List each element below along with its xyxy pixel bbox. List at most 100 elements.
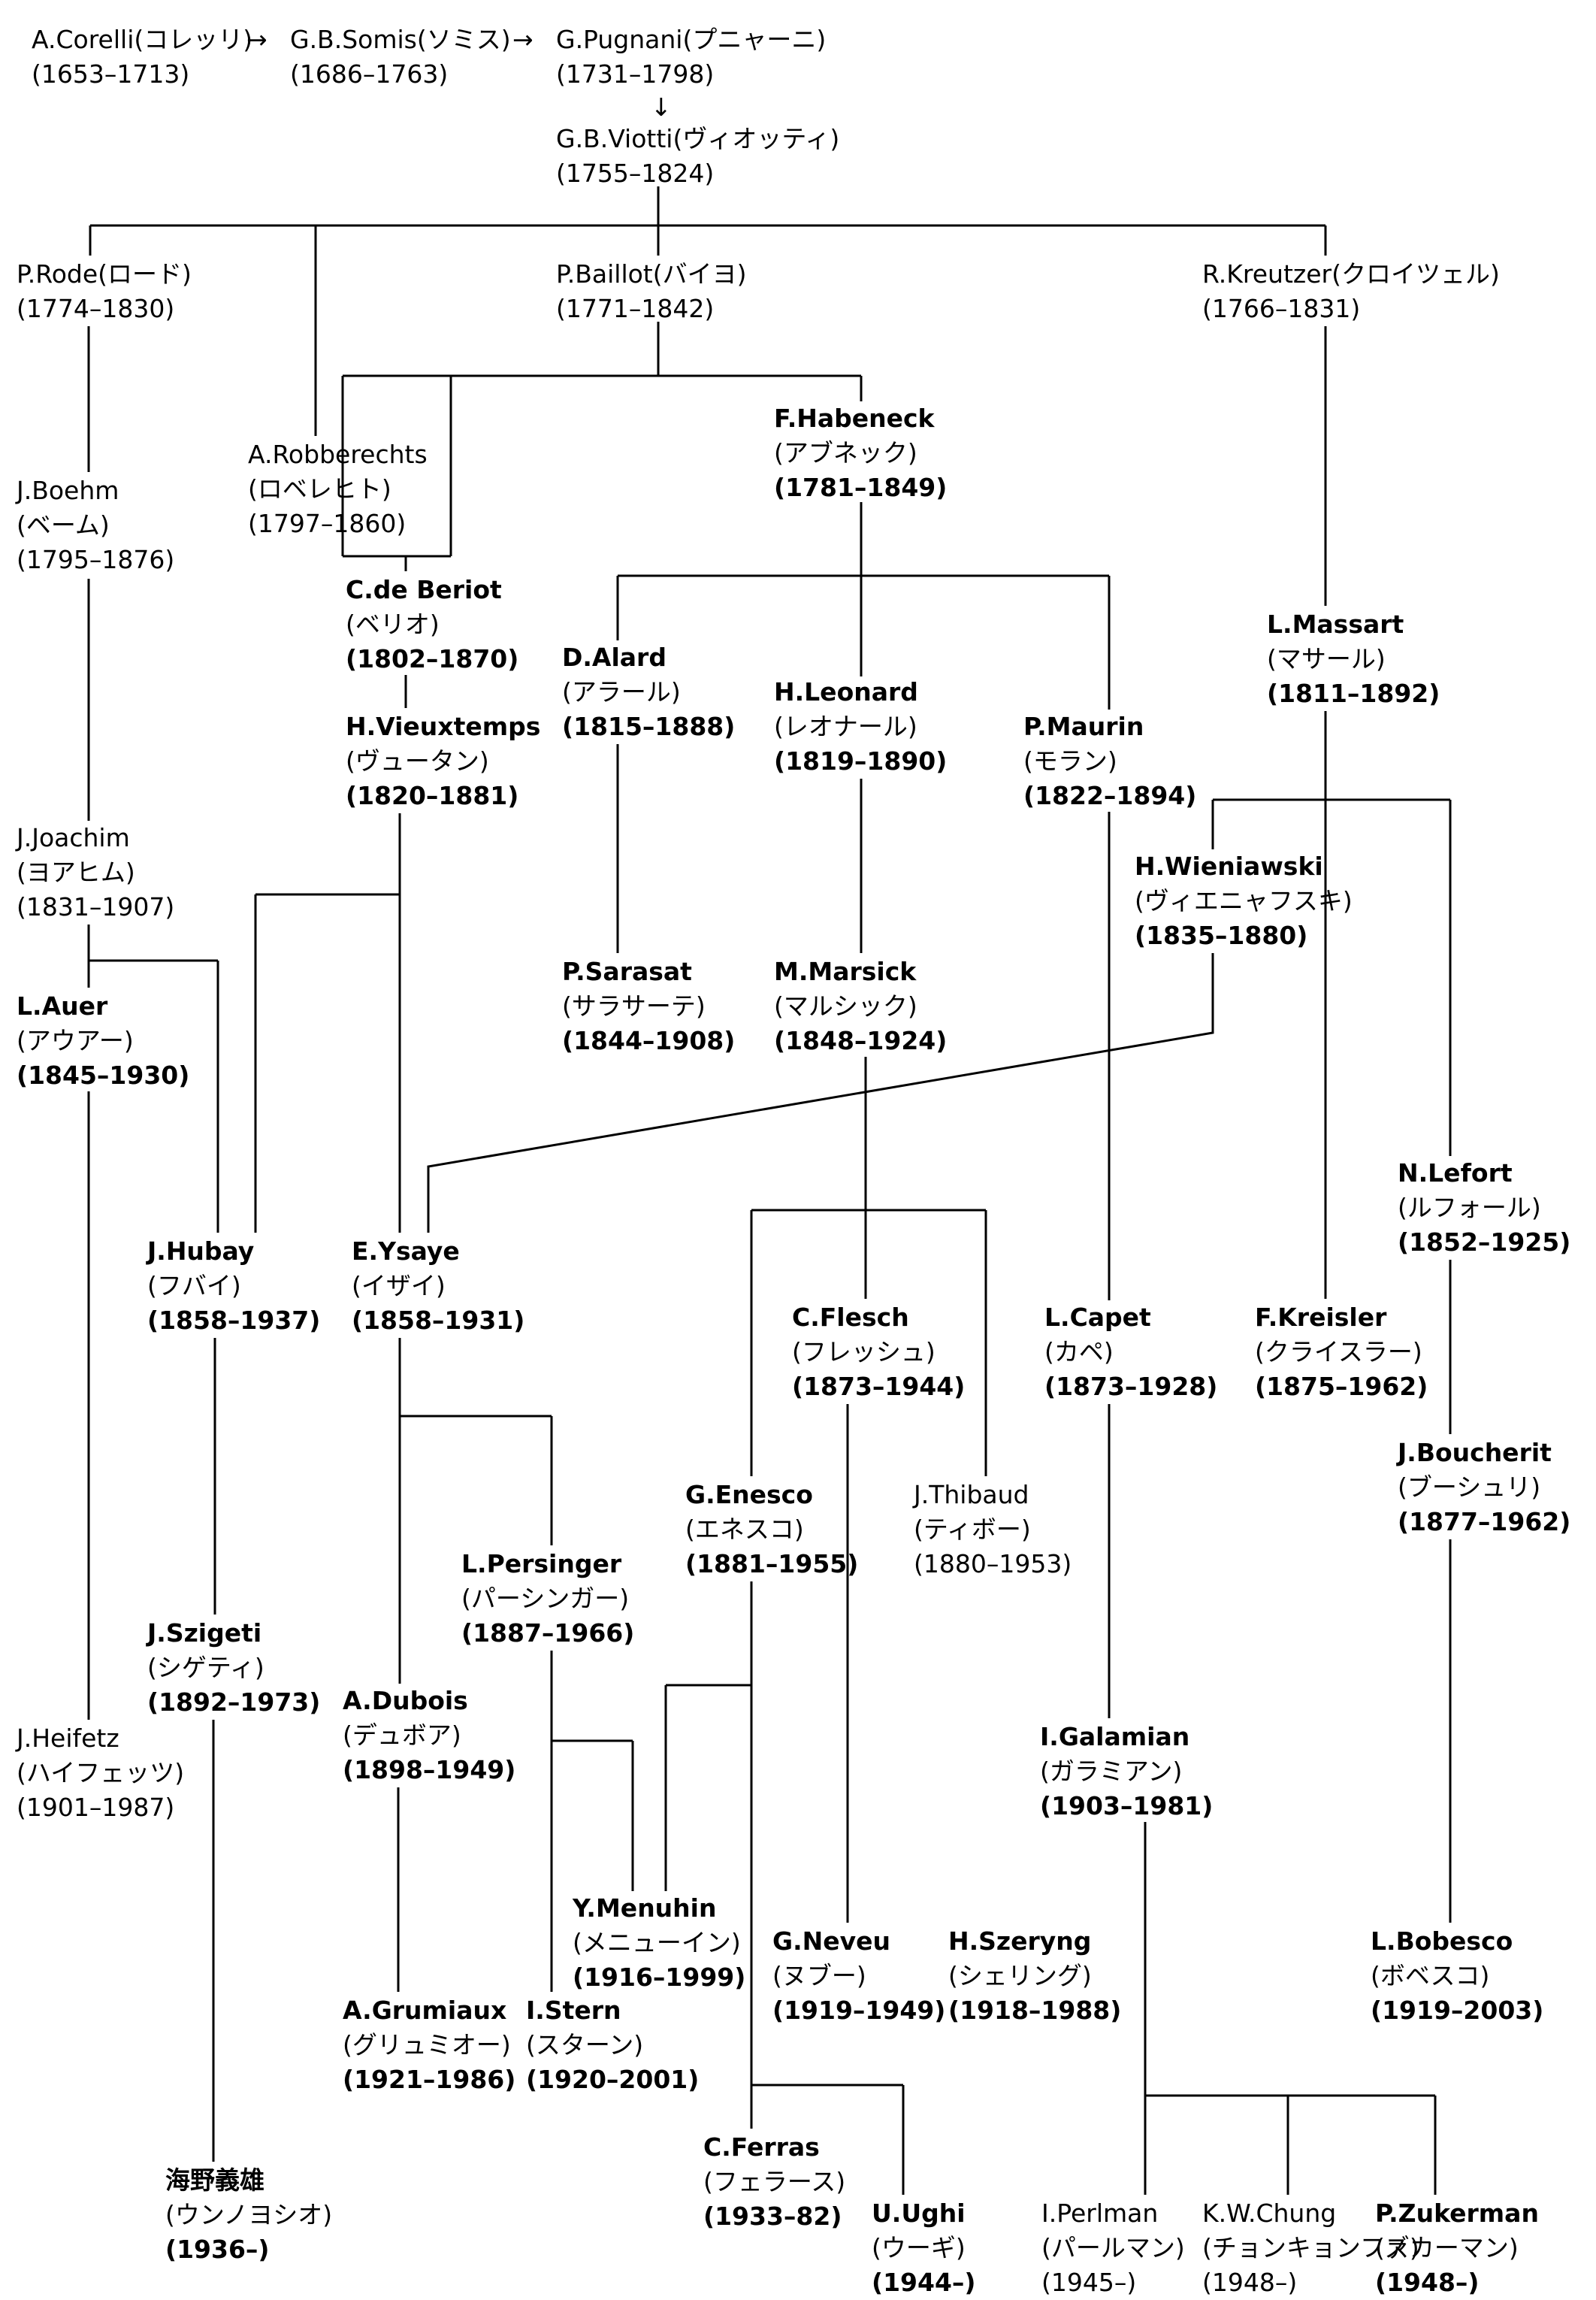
node-auer: L.Auer(アウアー)(1845–1930): [17, 989, 189, 1093]
node-rode-name: P.Rode(ロード): [17, 259, 192, 289]
node-hubay-kana: (フバイ): [147, 1271, 241, 1300]
node-neveu-kana: (ヌブー): [772, 1961, 866, 1990]
node-lefort-name: N.Lefort: [1398, 1158, 1513, 1188]
node-heifetz-name: J.Heifetz: [17, 1723, 119, 1753]
node-beriot-kana: (ベリオ): [346, 610, 440, 639]
node-robberechts-kana: (ロベレヒト): [248, 474, 391, 504]
node-unno-years: (1936–): [165, 2235, 270, 2264]
node-dubois-kana: (デュボア): [343, 1720, 461, 1750]
node-enesco-name: G.Enesco: [685, 1480, 813, 1509]
node-boucherit-years: (1877–1962): [1398, 1507, 1571, 1536]
node-joachim-kana: (ヨアヒム): [17, 858, 135, 887]
node-grumiaux-kana: (グリュミオー): [343, 2030, 511, 2059]
node-baillot: P.Baillot(バイヨ)(1771–1842): [556, 257, 747, 326]
node-zukerman-years: (1948–): [1375, 2268, 1480, 2297]
node-thibaud: J.Thibaud(ティボー)(1880–1953): [914, 1478, 1072, 1581]
node-bobesco-name: L.Bobesco: [1371, 1926, 1513, 1956]
node-enesco-years: (1881–1955): [685, 1549, 859, 1578]
node-dubois-name: A.Dubois: [343, 1686, 468, 1715]
node-boehm-kana: (ベーム): [17, 510, 110, 540]
node-zukerman-name: P.Zukerman: [1375, 2199, 1539, 2228]
node-robberechts-years: (1797–1860): [248, 509, 407, 538]
node-viotti: G.B.Viotti(ヴィオッティ)(1755–1824): [556, 122, 839, 191]
node-kreisler-years: (1875–1962): [1255, 1372, 1428, 1401]
node-habeneck-years: (1781–1849): [774, 473, 948, 502]
node-capet: L.Capet(カペ)(1873–1928): [1044, 1300, 1217, 1404]
node-ughi-kana: (ウーギ): [872, 2233, 966, 2262]
node-leonard: H.Leonard(レオナール)(1819–1890): [774, 675, 947, 779]
node-flesch-name: C.Flesch: [792, 1303, 909, 1332]
node-heifetz: J.Heifetz(ハイフェッツ)(1901–1987): [17, 1721, 184, 1825]
node-marsick-years: (1848–1924): [774, 1026, 948, 1055]
node-heifetz-years: (1901–1987): [17, 1793, 175, 1822]
node-kreisler-name: F.Kreisler: [1255, 1303, 1387, 1332]
node-vieuxtemps-kana: (ヴュータン): [346, 746, 489, 776]
node-rode-years: (1774–1830): [17, 294, 175, 323]
node-somis: G.B.Somis(ソミス)(1686–1763): [290, 23, 511, 92]
node-stern: I.Stern(スターン)(1920–2001): [526, 1993, 699, 2097]
node-vieuxtemps: H.Vieuxtemps(ヴュータン)(1820–1881): [346, 710, 540, 813]
node-leonard-years: (1819–1890): [774, 746, 948, 776]
node-corelli: A.Corelli(コレッリ)(1653–1713): [32, 23, 252, 92]
node-boucherit: J.Boucherit (ブーシュリ) (1877–1962): [1398, 1436, 1570, 1539]
node-ysaye-kana: (イザイ): [352, 1271, 446, 1300]
node-lefort: N.Lefort(ルフォール)(1852–1925): [1398, 1156, 1570, 1260]
node-lefort-years: (1852–1925): [1398, 1227, 1571, 1257]
node-bobesco-years: (1919–2003): [1371, 1996, 1544, 2025]
node-kreutzer-years: (1766–1831): [1202, 294, 1361, 323]
node-wieniawski-name: H.Wieniawski: [1135, 852, 1323, 881]
node-ferras-years: (1933–82): [703, 2202, 842, 2231]
node-capet-kana: (カペ): [1044, 1337, 1114, 1366]
node-stern-kana: (スターン): [526, 2030, 644, 2059]
node-flesch-kana: (フレッシュ): [792, 1337, 936, 1366]
node-galamian-years: (1903–1981): [1040, 1791, 1214, 1820]
node-galamian-kana: (ガラミアン): [1040, 1757, 1183, 1786]
node-pugnani-name: G.Pugnani(プニャーニ): [556, 25, 827, 54]
node-ysaye-years: (1858–1931): [352, 1306, 525, 1335]
node-boucherit-name: J.Boucherit: [1398, 1438, 1552, 1467]
node-auer-years: (1845–1930): [17, 1061, 190, 1090]
node-grumiaux-years: (1921–1986): [343, 2065, 516, 2094]
node-rode: P.Rode(ロード) (1774–1830): [17, 257, 192, 326]
node-marsick-name: M.Marsick: [774, 957, 917, 986]
node-ughi-years: (1944–): [872, 2268, 976, 2297]
node-habeneck: F.Habeneck(アブネック)(1781–1849): [774, 401, 947, 505]
node-joachim-name: J.Joachim: [17, 823, 130, 852]
node-szigeti-kana: (シゲティ): [147, 1653, 264, 1682]
node-capet-name: L.Capet: [1044, 1303, 1151, 1332]
node-wieniawski-kana: (ヴィエニャフスキ): [1135, 886, 1353, 915]
node-ughi-name: U.Ughi: [872, 2199, 966, 2228]
node-auer-kana: (アウアー): [17, 1026, 134, 1055]
node-baillot-years: (1771–1842): [556, 294, 715, 323]
node-wieniawski-years: (1835–1880): [1135, 921, 1308, 950]
arrow-somis-pugnani: →: [512, 25, 534, 54]
node-beriot-name: C.de Beriot: [346, 575, 502, 604]
node-sarasate-kana: (サラサーテ): [562, 991, 706, 1021]
node-persinger-kana: (パーシンガー): [461, 1584, 630, 1613]
node-szeryng-name: H.Szeryng: [948, 1926, 1092, 1956]
node-marsick: M.Marsick (マルシック) (1848–1924): [774, 955, 947, 1058]
node-habeneck-name: F.Habeneck: [774, 404, 935, 433]
node-perlman-kana: (パールマン): [1041, 2233, 1185, 2262]
node-boucherit-kana: (ブーシュリ): [1398, 1472, 1541, 1502]
node-szigeti-name: J.Szigeti: [147, 1618, 262, 1648]
node-ferras-kana: (フェラース): [703, 2167, 846, 2196]
node-szeryng: H.Szeryng(シェリング)(1918–1988): [948, 1924, 1121, 2028]
node-neveu-years: (1919–1949): [772, 1996, 946, 2025]
node-bobesco: L.Bobesco (ボベスコ) (1919–2003): [1371, 1924, 1543, 2028]
node-unno: 海野義雄(ウンノヨシオ)(1936–): [165, 2163, 332, 2267]
node-ysaye-name: E.Ysaye: [352, 1236, 460, 1266]
edge-wien-ysaye: [427, 953, 1214, 1233]
node-vieuxtemps-name: H.Vieuxtemps: [346, 712, 541, 741]
node-chung-kana: (チョンキョンファ): [1202, 2233, 1419, 2262]
node-hubay-years: (1858–1937): [147, 1306, 321, 1335]
node-massart: L.Massart(マサール)(1811–1892): [1267, 607, 1440, 711]
node-szigeti-years: (1892–1973): [147, 1687, 321, 1717]
node-marsick-kana: (マルシック): [774, 991, 917, 1021]
node-bobesco-kana: (ボベスコ): [1371, 1961, 1490, 1990]
node-menuhin-name: Y.Menuhin: [573, 1893, 717, 1923]
node-stern-name: I.Stern: [526, 1996, 621, 2025]
node-unno-kana: (ウンノヨシオ): [165, 2200, 333, 2229]
node-enesco-kana: (エネスコ): [685, 1515, 804, 1544]
